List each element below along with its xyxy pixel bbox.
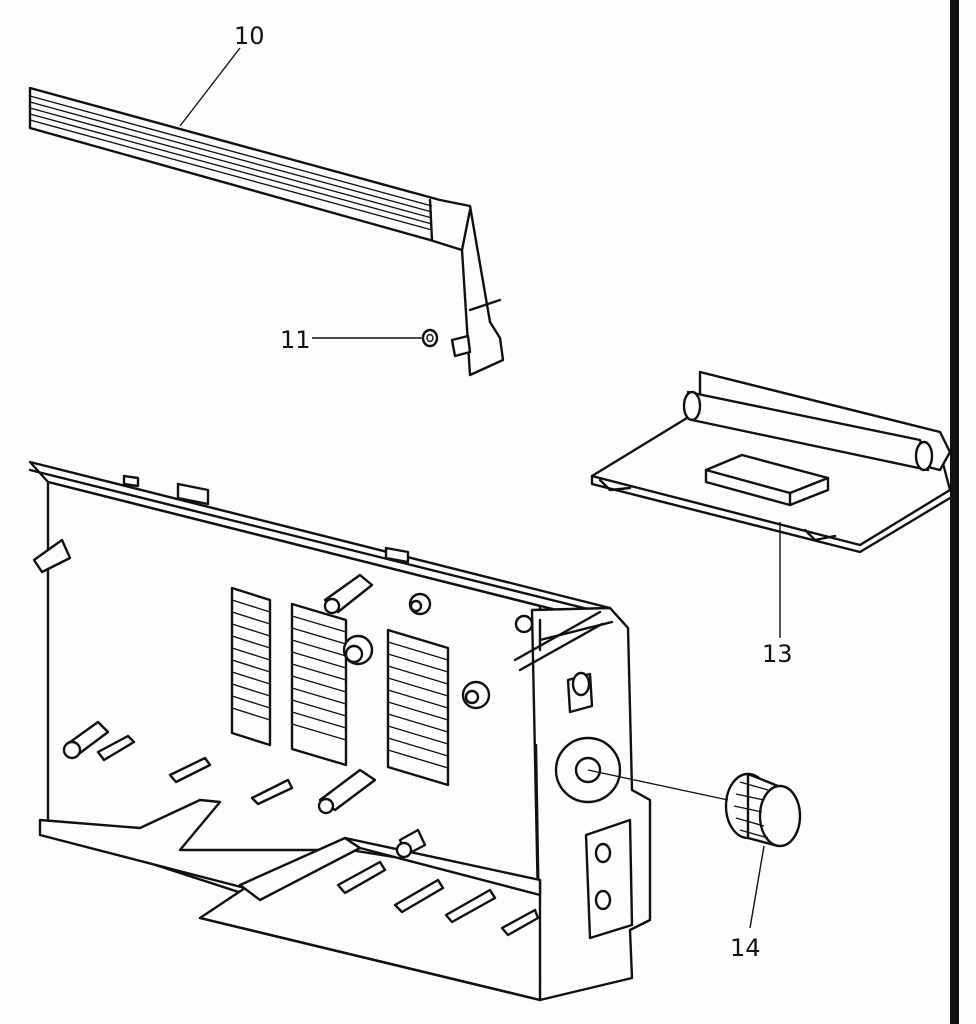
leader-lines [179,47,781,929]
part-13-door [590,370,952,554]
mounting-posts [62,573,534,859]
vent-grille-3 [386,628,450,787]
part-14-knob [724,772,802,848]
main-chassis [28,460,652,1002]
vent-grille-1 [230,586,272,747]
callout-10: 10 [234,22,265,50]
vent-grille-2 [290,602,348,767]
part-10-handle [28,86,505,377]
page-border-bar [950,0,959,1024]
callout-14: 14 [730,934,761,962]
floor-clips [32,538,540,937]
part-11-washer [421,328,439,348]
callout-13: 13 [762,640,793,668]
callout-11: 11 [280,326,311,354]
